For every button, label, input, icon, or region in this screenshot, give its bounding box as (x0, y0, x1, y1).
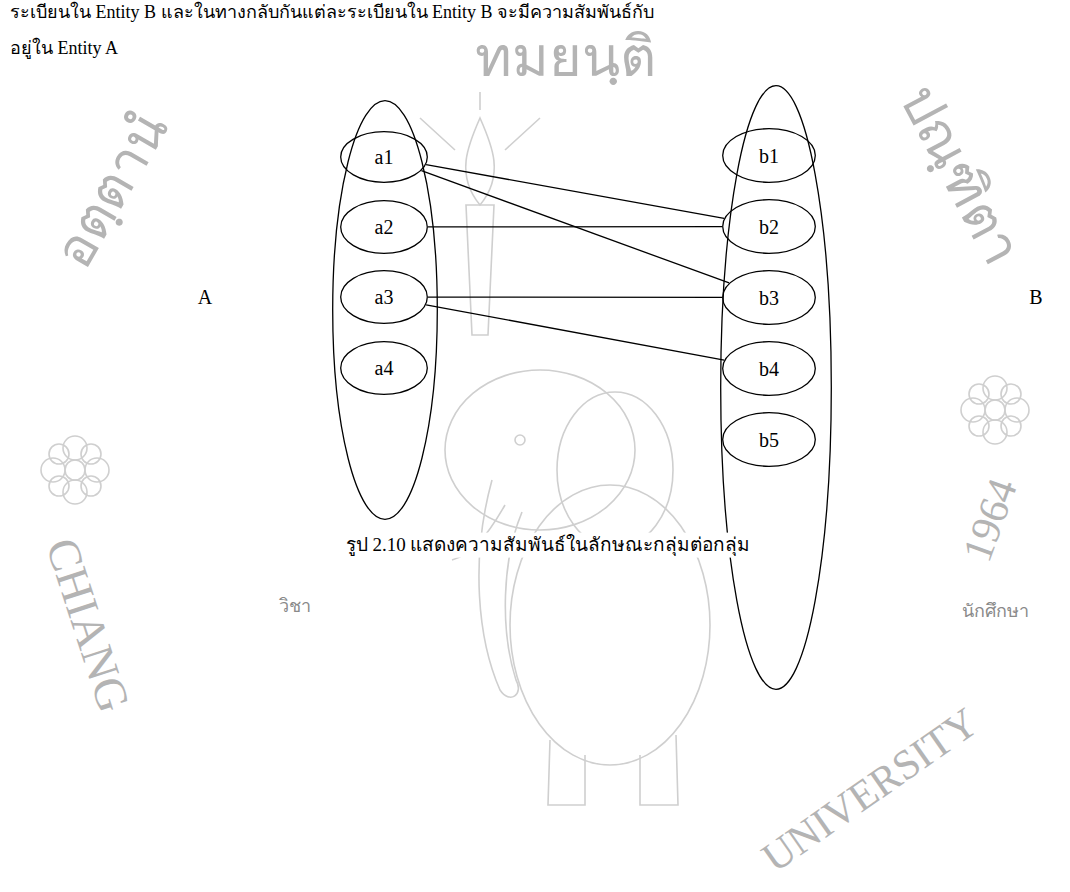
ellipse-shape (723, 342, 816, 396)
entity-instance: b5 (722, 412, 816, 467)
ellipse-shape (723, 413, 816, 467)
entity-set-name: B (1029, 285, 1042, 309)
entity-instance-name: b4 (759, 357, 779, 381)
figure-caption: รูป 2.10 แสดงความสัมพันธ์ในลักษณะกลุ่มต่… (342, 533, 755, 558)
entity-instance-name: a2 (375, 215, 394, 239)
watermark-drawing (41, 92, 1029, 805)
entity-instance: b3 (722, 270, 816, 325)
ellipse-shape (341, 342, 428, 395)
entity-set: Bb1b2b3b4b5 (720, 85, 832, 690)
elephant-eye (515, 435, 525, 445)
torch-rays (420, 92, 540, 150)
ellipse-shape (721, 86, 832, 690)
entity-instance: a1 (340, 131, 428, 183)
relationship-line (428, 296, 722, 298)
entity-instance-name: a3 (375, 285, 394, 309)
ellipse-shape (333, 101, 438, 520)
entity-instance: a4 (340, 341, 428, 395)
relationship-line (426, 165, 724, 219)
entity-instance: b4 (722, 341, 816, 396)
watermark-text: ปณฺฑิตา (886, 74, 1034, 276)
ellipse-shape (723, 129, 816, 183)
entity-instance-name: b2 (759, 215, 779, 239)
body-text: อยู่ใน Entity A (10, 38, 118, 60)
ellipse-shape (723, 200, 816, 254)
watermark-text: 1964 (952, 472, 1028, 568)
watermark-text: วิชา (279, 596, 311, 618)
entity-instance-name: b3 (759, 286, 779, 310)
entity-instance: b1 (722, 128, 816, 183)
watermark-text: นักศึกษา (962, 601, 1029, 623)
entity-instance: a2 (340, 200, 428, 254)
entity-set: Aa1a2a3a4 (332, 100, 438, 520)
entity-instance-name: b5 (759, 428, 779, 452)
watermark-text: CHIANG (34, 531, 142, 718)
entity-set-name: A (198, 285, 212, 309)
elephant-head (445, 370, 635, 530)
body-text: ระเบียนใน Entity B และในทางกลับกันแต่ละร… (10, 2, 654, 24)
relationship-line (428, 226, 722, 228)
ellipse-shape (341, 271, 428, 324)
entity-instance: a3 (340, 270, 428, 324)
ellipse-shape (341, 132, 428, 183)
relationship-line (421, 171, 729, 283)
entity-instance-name: a4 (375, 356, 394, 380)
watermark-text: ทมยนฺติ (475, 24, 656, 91)
torch-handle (466, 205, 494, 335)
entity-instance-name: b1 (759, 144, 779, 168)
watermark-text: UNIVERSITY (752, 697, 987, 883)
relationship-line (426, 305, 724, 360)
entity-instance: b2 (722, 199, 816, 254)
elephant-body (510, 485, 710, 765)
elephant-legs (548, 735, 678, 805)
elephant-ear (557, 392, 673, 548)
entity-instance-name: a1 (375, 145, 394, 169)
flower-ornament (41, 436, 109, 504)
watermark-text: อตฺตานํ (42, 101, 183, 280)
ellipse-shape (723, 271, 816, 325)
flower-ornament (961, 376, 1029, 444)
ellipse-shape (341, 201, 428, 254)
